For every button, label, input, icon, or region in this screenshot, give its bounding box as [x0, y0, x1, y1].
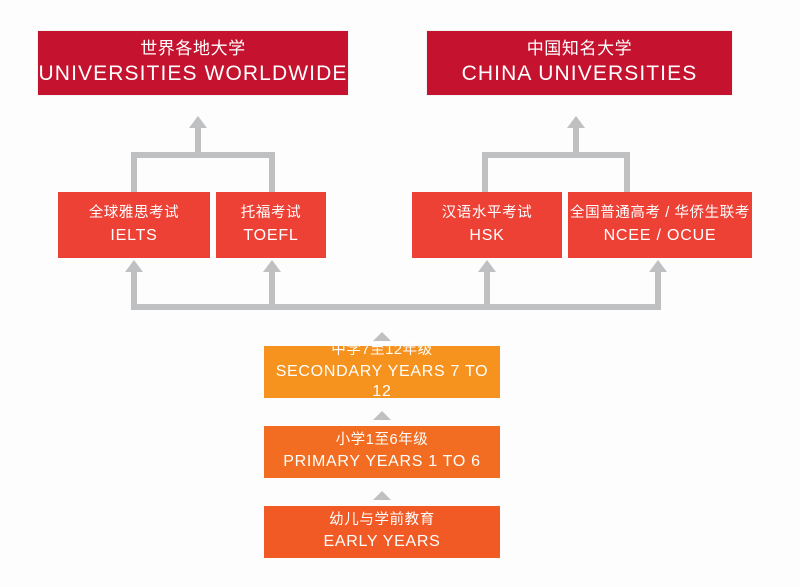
connector-right-bracket-leg-ncee: [624, 152, 630, 192]
arrow-up-icon-early-to-primary: [373, 491, 391, 500]
arrow-up-icon-secondary-to-exams: [373, 332, 391, 341]
node-label-cn: 汉语水平考试: [441, 204, 533, 221]
connector-right-bracket-top: [482, 152, 630, 158]
arrow-up-icon-to-china-universities: [567, 116, 585, 128]
connector-bus-riser-ielts: [131, 272, 137, 308]
connector-right-bracket-stem: [573, 128, 579, 153]
node-label-en: EARLY YEARS: [323, 533, 441, 551]
node-stage-secondary[interactable]: 中学7至12年级 SECONDARY YEARS 7 TO 12: [264, 342, 500, 400]
connector-exam-bus-horizontal: [131, 304, 661, 310]
node-label-en: NCEE / OCUE: [603, 226, 717, 244]
node-label-en: UNIVERSITIES WORLDWIDE: [38, 62, 348, 86]
connector-bus-riser-ncee: [655, 272, 661, 308]
connector-left-bracket-stem: [195, 128, 201, 153]
connector-left-bracket-leg-ielts: [131, 152, 137, 192]
node-label-cn: 中国知名大学: [526, 38, 633, 58]
node-universities-worldwide[interactable]: 世界各地大学 UNIVERSITIES WORLDWIDE: [38, 31, 348, 95]
connector-bus-riser-hsk: [484, 272, 490, 308]
node-china-universities[interactable]: 中国知名大学 CHINA UNIVERSITIES: [427, 31, 732, 95]
connector-right-bracket-leg-hsk: [482, 152, 488, 192]
node-label-cn: 世界各地大学: [140, 38, 246, 58]
node-stage-early-years[interactable]: 幼儿与学前教育 EARLY YEARS: [264, 506, 500, 558]
node-stage-primary[interactable]: 小学1至6年级 PRIMARY YEARS 1 TO 6: [264, 426, 500, 478]
node-label-cn: 托福考试: [240, 204, 302, 221]
connector-left-bracket-leg-toefl: [269, 152, 275, 192]
arrow-up-icon-to-ielts: [125, 260, 143, 272]
node-label-en: TOEFL: [243, 226, 299, 244]
node-label-cn: 小学1至6年级: [335, 432, 429, 449]
node-label-cn: 幼儿与学前教育: [329, 512, 435, 529]
node-label-cn: 全国普通高考 / 华侨生联考: [570, 204, 750, 221]
node-exam-ielts[interactable]: 全球雅思考试 IELTS: [58, 192, 210, 258]
node-label-en: PRIMARY YEARS 1 TO 6: [283, 453, 481, 471]
arrow-up-icon-to-hsk: [478, 260, 496, 272]
node-exam-hsk[interactable]: 汉语水平考试 HSK: [412, 192, 562, 258]
arrow-up-icon-primary-to-secondary: [373, 411, 391, 420]
node-label-en: IELTS: [110, 226, 158, 244]
arrow-up-icon-to-toefl: [263, 260, 281, 272]
arrow-up-icon-to-universities-worldwide: [189, 116, 207, 128]
node-exam-toefl[interactable]: 托福考试 TOEFL: [216, 192, 326, 258]
arrow-up-icon-to-ncee: [649, 260, 667, 272]
node-label-cn: 全球雅思考试: [88, 204, 180, 221]
node-label-en: CHINA UNIVERSITIES: [461, 62, 698, 86]
node-exam-ncee-ocue[interactable]: 全国普通高考 / 华侨生联考 NCEE / OCUE: [568, 192, 752, 258]
connector-bus-riser-toefl: [269, 272, 275, 308]
node-label-en: HSK: [469, 226, 505, 244]
node-label-en: SECONDARY YEARS 7 TO 12: [275, 362, 489, 401]
connector-left-bracket-top: [131, 152, 275, 158]
node-label-cn: 中学7至12年级: [331, 342, 433, 359]
